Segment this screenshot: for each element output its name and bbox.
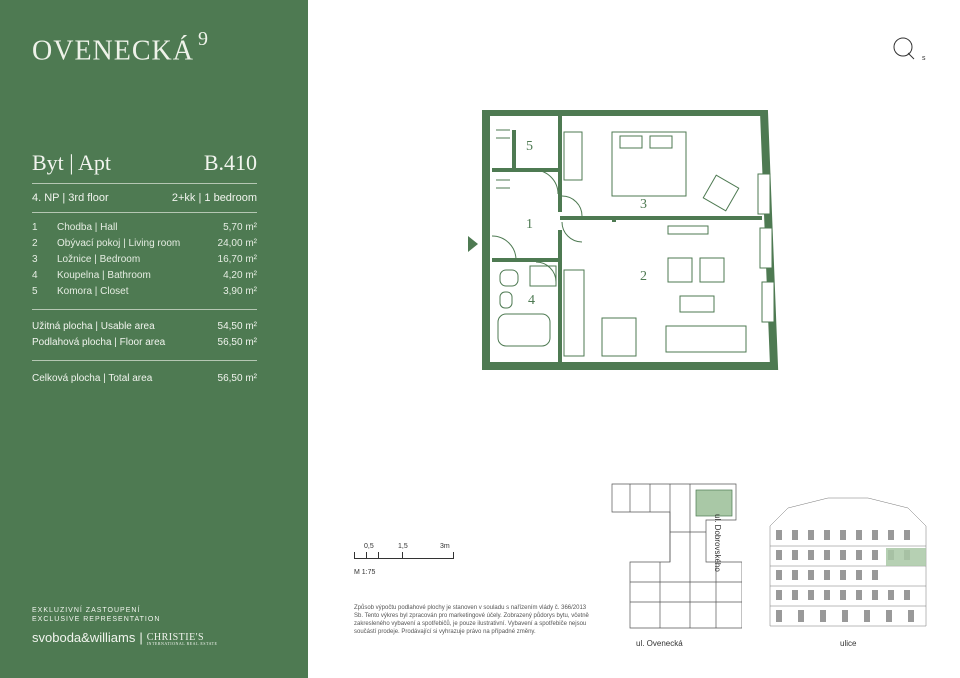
room-label-2: 2 — [640, 269, 647, 284]
living-furniture — [563, 225, 747, 357]
disclaimer-text: Způsob výpočtu podlahové plochy je stano… — [354, 605, 589, 635]
divider — [32, 183, 257, 184]
floor-area-label: Podlahová plocha | Floor area — [32, 337, 166, 348]
compass-letter: s — [922, 55, 926, 62]
usable-area-value: 54,50 m² — [217, 321, 257, 332]
room-number: 5 — [32, 286, 38, 297]
room-name: Koupelna | Bathroom — [57, 270, 151, 281]
outer-walls — [482, 108, 779, 370]
representation-line-en: EXCLUSIVE REPRESENTATION — [32, 616, 161, 623]
apartment-code: B.410 — [203, 150, 257, 175]
room-area: 24,00 m² — [217, 238, 257, 249]
room-area: 16,70 m² — [217, 254, 257, 265]
usable-area-row: Užitná plocha | Usable area 54,50 m² — [32, 321, 257, 335]
divider — [32, 360, 257, 361]
room-label-4: 4 — [528, 293, 535, 308]
scale-tick — [402, 552, 403, 558]
room-label-3: 3 — [640, 197, 647, 212]
scale-tick — [366, 552, 367, 558]
room-number: 2 — [32, 238, 38, 249]
project-number: 9 — [198, 28, 209, 50]
site-plan — [610, 472, 743, 637]
room-name: Obývací pokoj | Living room — [57, 238, 181, 249]
room-list: 1 Chodba | Hall 5,70 m² 2 Obývací pokoj | L… — [32, 222, 257, 302]
scale-bar: 0,5 1,5 3m M 1:75 — [354, 543, 464, 583]
scale-line — [354, 555, 454, 559]
scale-tick-label: 1,5 — [398, 543, 408, 550]
bathroom-fixtures — [497, 265, 557, 347]
room-number: 1 — [32, 222, 38, 233]
scale-ratio: M 1:75 — [354, 569, 376, 576]
representation-label: EXKLUZIVNÍ ZASTOUPENÍ EXCLUSIVE REPRESEN… — [32, 606, 160, 624]
room-name: Komora | Closet — [57, 286, 129, 297]
room-area: 5,70 m² — [223, 222, 257, 233]
apartment-meta: 4. NP | 3rd floor 2+kk | 1 bedroom — [32, 192, 257, 206]
room-row: 5 Komora | Closet 3,90 m² — [32, 286, 257, 302]
total-area-value: 56,50 m² — [217, 373, 257, 384]
room-number: 4 — [32, 270, 38, 281]
facade-caption: ulice — [840, 639, 857, 648]
floor-area-value: 56,50 m² — [217, 337, 257, 348]
scale-tick-label: 0,5 — [364, 543, 374, 550]
total-area-row: Celková plocha | Total area 56,50 m² — [32, 373, 257, 387]
floor-label: 4. NP | 3rd floor — [32, 192, 109, 204]
room-area: 3,90 m² — [223, 286, 257, 297]
room-row: 1 Chodba | Hall 5,70 m² — [32, 222, 257, 238]
bedroom-furniture — [563, 131, 740, 212]
svoboda-williams-logo: svoboda&williams — [32, 630, 136, 645]
entrance-arrow-icon — [468, 236, 478, 252]
room-row: 4 Koupelna | Bathroom 4,20 m² — [32, 270, 257, 286]
closet-shelves — [496, 129, 510, 189]
floor-area-row: Podlahová plocha | Floor area 56,50 m² — [32, 337, 257, 351]
total-area-label: Celková plocha | Total area — [32, 373, 153, 384]
project-name: OVENECKÁ — [32, 35, 194, 67]
room-row: 3 Ložnice | Bedroom 16,70 m² — [32, 254, 257, 270]
usable-area-label: Užitná plocha | Usable area — [32, 321, 155, 332]
scale-tick — [354, 552, 355, 558]
divider — [32, 309, 257, 310]
facade-highlight — [886, 548, 926, 566]
room-area: 4,20 m² — [223, 270, 257, 281]
room-number: 3 — [32, 254, 38, 265]
divider — [32, 212, 257, 213]
layout-label: 2+kk | 1 bedroom — [171, 192, 257, 204]
christies-sub: INTERNATIONAL REAL ESTATE — [146, 640, 218, 646]
room-name: Ložnice | Bedroom — [57, 254, 141, 265]
floor-plan: 5 1 3 2 4 — [464, 108, 784, 377]
street-name-main: ul. Ovenecká — [636, 639, 683, 648]
apartment-heading: Byt | Apt B.410 — [32, 150, 257, 180]
room-name: Chodba | Hall — [57, 222, 118, 233]
windows — [757, 173, 775, 323]
q-logo-icon: s — [892, 36, 932, 66]
room-row: 2 Obývací pokoj | Living room 24,00 m² — [32, 238, 257, 254]
representation-line-cz: EXKLUZIVNÍ ZASTOUPENÍ — [32, 607, 141, 614]
street-name-side: ul. Dobrovského — [713, 514, 722, 572]
scale-tick — [378, 552, 379, 558]
door-swings — [491, 169, 583, 283]
apartment-title: Byt | Apt — [32, 150, 111, 175]
facade-drawing — [768, 496, 928, 633]
apartment-highlight — [695, 489, 733, 517]
room-label-5: 5 — [526, 139, 533, 154]
scale-tick — [453, 552, 454, 558]
christies-name: CHRISTIE'S — [146, 631, 205, 643]
inner-walls — [492, 116, 762, 362]
scale-tick-label: 3m — [440, 543, 450, 550]
room-label-1: 1 — [526, 217, 533, 232]
